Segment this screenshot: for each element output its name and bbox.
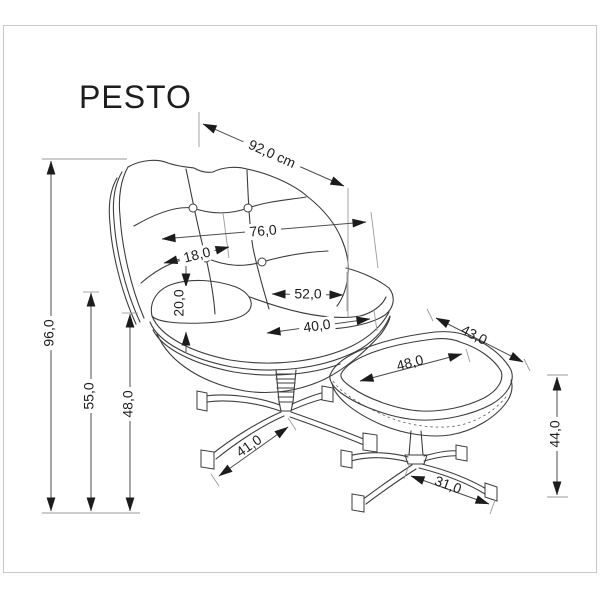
svg-text:92,0 cm: 92,0 cm <box>246 136 298 171</box>
chair-foot <box>196 390 208 412</box>
svg-text:52,0: 52,0 <box>294 286 321 302</box>
tuft-seam-horizontal-1 <box>133 196 307 227</box>
tuft-seam-vertical-1 <box>185 168 216 315</box>
svg-text:76,0: 76,0 <box>249 221 278 239</box>
dimension-lines <box>46 123 562 512</box>
svg-text:40,0: 40,0 <box>302 316 331 336</box>
dimension-labels: 92,0 cm 96,0 55,0 48,0 76,0 18,0 52,0 4 <box>41 133 563 497</box>
label-overall-width: 92,0 cm <box>240 133 304 175</box>
chair-foot <box>321 385 334 403</box>
dim-line-ottoman-base-leg <box>410 475 490 505</box>
label-seat-width-front: 40,0 <box>298 315 336 337</box>
label-ottoman-height: 44,0 <box>547 417 563 451</box>
label-back-width: 76,0 <box>244 221 282 241</box>
label-armrest-height: 55,0 <box>81 379 97 413</box>
ottoman-foot <box>351 493 365 513</box>
dim-line-chair-base-leg <box>218 426 289 477</box>
svg-text:55,0: 55,0 <box>81 382 97 409</box>
label-seat-width-rear: 52,0 <box>290 286 326 302</box>
page-border <box>3 25 597 573</box>
chair-column-bellows <box>275 373 297 398</box>
ottoman-foot <box>455 444 468 462</box>
label-overall-height: 96,0 <box>41 316 57 350</box>
ottoman-skirt <box>331 379 513 437</box>
chair-drawing <box>108 159 394 470</box>
chair-foot <box>362 432 378 453</box>
label-seat-height: 48,0 <box>120 387 136 421</box>
ottoman-column <box>408 430 424 456</box>
label-armrest-width: 18,0 <box>177 242 217 268</box>
chair-foot <box>200 449 215 470</box>
ottoman-cushion <box>329 331 513 421</box>
svg-text:48,0: 48,0 <box>395 351 426 374</box>
svg-text:18,0: 18,0 <box>182 243 213 265</box>
svg-text:20,0: 20,0 <box>171 289 187 316</box>
svg-text:96,0: 96,0 <box>41 319 57 346</box>
label-ottoman-width: 48,0 <box>395 351 426 374</box>
ottoman-foot <box>340 449 353 469</box>
dim-line-ottoman-depth <box>435 317 524 363</box>
label-shell-thickness: 20,0 <box>171 286 187 320</box>
svg-text:44,0: 44,0 <box>547 420 563 447</box>
product-title: PESTO <box>79 79 192 115</box>
tuft-seam-horizontal-2 <box>140 250 329 284</box>
svg-text:48,0: 48,0 <box>120 390 136 417</box>
ottoman-foot <box>484 482 498 502</box>
chair-armrest <box>150 279 252 324</box>
tuft-seam-vertical-2 <box>246 169 270 310</box>
